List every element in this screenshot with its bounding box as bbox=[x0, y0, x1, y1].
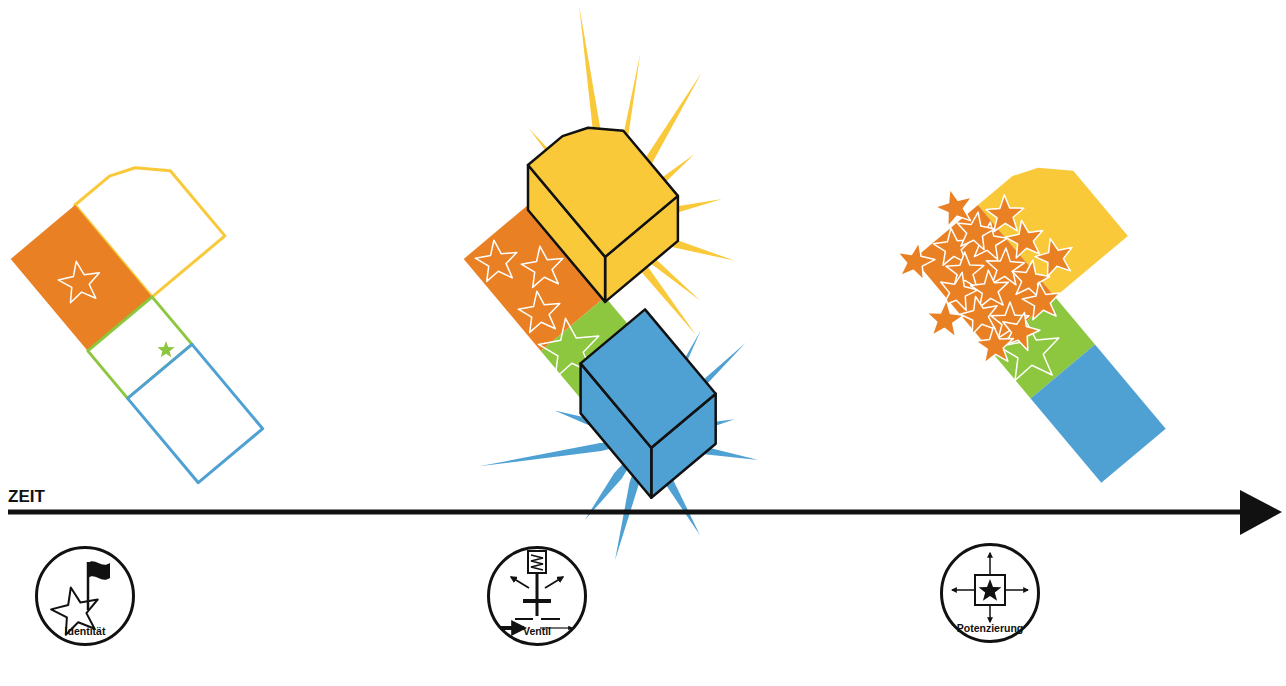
orange-star bbox=[946, 252, 984, 288]
green-star bbox=[157, 341, 174, 357]
orange-star bbox=[976, 326, 1014, 363]
axis-label: ZEIT bbox=[8, 487, 45, 507]
orange-star bbox=[1022, 282, 1060, 320]
valve-seat bbox=[541, 618, 560, 620]
orange-star bbox=[927, 300, 965, 337]
valve-body bbox=[536, 601, 539, 616]
axis-line bbox=[8, 510, 1244, 515]
valve-seat bbox=[515, 618, 533, 620]
orange-star bbox=[1005, 220, 1042, 258]
amplification-stage bbox=[898, 168, 1166, 483]
yellow-block-top bbox=[528, 128, 678, 257]
spread-arrow bbox=[952, 589, 975, 591]
valve-stage bbox=[464, 5, 759, 560]
icon-label: Ventil bbox=[487, 625, 587, 638]
orange-star bbox=[957, 212, 995, 250]
time-axis bbox=[8, 490, 1282, 535]
star-outline bbox=[521, 246, 563, 287]
orange-star bbox=[1035, 239, 1072, 277]
orange-star bbox=[1003, 313, 1040, 351]
icons bbox=[51, 551, 1028, 635]
valve-stem bbox=[536, 573, 539, 600]
flow-arrow bbox=[511, 577, 529, 588]
blue-outline bbox=[128, 344, 263, 482]
amplification-star bbox=[979, 579, 1002, 601]
spread-arrow bbox=[1005, 589, 1028, 591]
orange-star bbox=[898, 242, 935, 280]
identity-stage bbox=[11, 168, 263, 483]
orange-star bbox=[935, 189, 972, 227]
icon-label: Potenzierung bbox=[940, 622, 1040, 635]
icon-circle: Identität bbox=[35, 546, 135, 646]
blue-block-top bbox=[581, 309, 716, 447]
amplification-square bbox=[975, 575, 1005, 605]
icon-circle: Potenzierung bbox=[940, 543, 1040, 643]
orange-square bbox=[914, 205, 1055, 351]
blue-square bbox=[1031, 344, 1166, 482]
flag bbox=[88, 561, 110, 579]
star-outline bbox=[58, 261, 99, 303]
star-outline bbox=[475, 240, 517, 281]
flow-arrow bbox=[545, 577, 563, 588]
spring bbox=[531, 555, 543, 570]
spread-arrow bbox=[989, 605, 991, 622]
star-outline bbox=[518, 291, 560, 332]
icon-circle: Ventil bbox=[487, 546, 587, 646]
spread-arrow bbox=[989, 553, 991, 575]
icon-label: Identität bbox=[35, 625, 135, 638]
axis-arrowhead bbox=[1240, 490, 1282, 535]
spring-box bbox=[528, 551, 546, 573]
